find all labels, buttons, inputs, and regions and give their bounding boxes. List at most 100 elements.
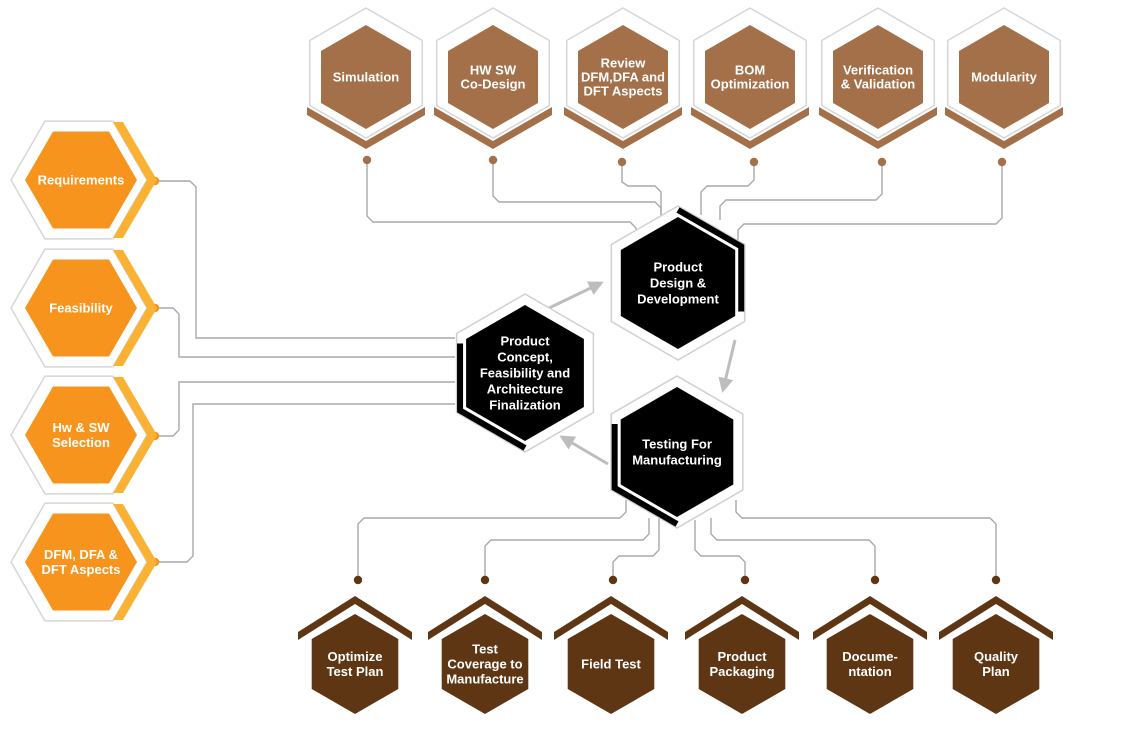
left-node-dfm-dfa-dft-accent bbox=[113, 504, 157, 620]
connector-bottom-product-packaging bbox=[694, 520, 746, 580]
left-node-feasibility: Feasibility bbox=[10, 248, 157, 368]
connector-top-review-dfm bbox=[621, 162, 662, 215]
left-node-requirements: Requirements bbox=[10, 120, 157, 240]
top-node-simulation-band bbox=[307, 107, 425, 149]
bottom-node-optimize-test-plan-hexagon bbox=[311, 614, 399, 714]
left-node-hw-sw-selection-accent bbox=[113, 377, 157, 493]
connector-bottom-quality-plan bbox=[735, 500, 997, 580]
top-node-hw-sw-codesign-band bbox=[434, 107, 552, 149]
dot-bottom-optimize-test-plan bbox=[353, 575, 363, 585]
center-node-concept-hexagon bbox=[466, 305, 584, 441]
center-node-design-line: Product bbox=[653, 260, 703, 275]
center-node-concept-line: Concept, bbox=[497, 350, 553, 365]
bottom-node-product-packaging-line: Packaging bbox=[709, 664, 774, 679]
connector-top-modularity bbox=[737, 162, 1003, 240]
left-node-feasibility-hexagon bbox=[25, 259, 137, 357]
connector-left-feasibility bbox=[155, 307, 455, 358]
connector-left-hw-sw-selection bbox=[155, 381, 455, 437]
center-node-concept-line: Finalization bbox=[489, 398, 561, 413]
bottom-node-product-packaging-hexagon bbox=[698, 614, 786, 714]
cycle-arrows bbox=[544, 281, 737, 466]
dot-bottom-quality-plan bbox=[991, 575, 1001, 585]
top-node-verification-validation: Verification& Validation bbox=[819, 7, 937, 149]
left-node-dfm-dfa-dft: DFM, DFA &DFT Aspects bbox=[10, 502, 157, 622]
bottom-node-test-coverage-line: Test bbox=[472, 642, 498, 657]
dot-bottom-documentation bbox=[870, 575, 880, 585]
bottom-node-field-test-band bbox=[554, 596, 668, 640]
top-node-review-dfm-band bbox=[564, 107, 682, 149]
top-node-bom-optimization-line: BOM bbox=[735, 63, 765, 78]
arrow-design-to-testing bbox=[718, 339, 737, 393]
left-node-hw-sw-selection-hexagon bbox=[25, 386, 137, 484]
connector-bottom-test-coverage bbox=[484, 518, 650, 580]
connector-bottom-documentation bbox=[710, 518, 876, 580]
left-node-dfm-dfa-dft-hexagon bbox=[25, 513, 137, 611]
top-node-simulation-line: Simulation bbox=[333, 70, 400, 85]
top-node-review-dfm-hexagon bbox=[578, 25, 668, 129]
dot-bottom-product-packaging bbox=[740, 575, 750, 585]
arrow-testing-to-concept bbox=[559, 435, 609, 466]
bottom-node-quality-plan-band bbox=[939, 596, 1053, 640]
top-node-verification-validation-band bbox=[819, 107, 937, 149]
left-node-requirements-accent bbox=[113, 122, 157, 238]
connector-top-verification-validation bbox=[719, 162, 883, 220]
top-node-hw-sw-codesign-line: Co-Design bbox=[461, 77, 526, 92]
bottom-node-optimize-test-plan-line: Test Plan bbox=[327, 664, 384, 679]
bottom-node-quality-plan-line: Quality bbox=[974, 649, 1019, 664]
center-node-testing-accent bbox=[611, 424, 679, 527]
connector-left-requirements bbox=[155, 180, 455, 339]
bottom-node-optimize-test-plan-band bbox=[298, 596, 412, 640]
connector-top-simulation bbox=[366, 160, 637, 238]
dot-bottom-test-coverage bbox=[480, 575, 490, 585]
connector-top-hw-sw-codesign bbox=[492, 160, 662, 215]
bottom-node-documentation-band bbox=[813, 596, 927, 640]
center-node-design-line: Development bbox=[637, 292, 719, 307]
bottom-node-product-packaging-band bbox=[685, 596, 799, 640]
dot-top-hw-sw-codesign bbox=[488, 155, 498, 165]
top-node-modularity-band bbox=[945, 107, 1063, 149]
top-node-bom-optimization-band bbox=[691, 107, 809, 149]
left-node-requirements-hexagon bbox=[25, 131, 137, 229]
bottom-node-optimize-test-plan-line: Optimize bbox=[328, 649, 383, 664]
top-node-bom-optimization-hexagon bbox=[705, 25, 795, 129]
center-node-testing-line: Testing For bbox=[642, 437, 712, 452]
bottom-node-field-test-hexagon bbox=[567, 614, 655, 714]
top-node-review-dfm-line: Review bbox=[601, 56, 647, 71]
dot-top-bom-optimization bbox=[749, 157, 759, 167]
bottom-node-test-coverage-hexagon bbox=[441, 614, 529, 714]
top-node-verification-validation-line: Verification bbox=[843, 63, 913, 78]
bottom-node-test-coverage-line: Manufacture bbox=[446, 672, 523, 687]
top-node-modularity-hexagon bbox=[959, 25, 1049, 129]
left-node-hw-sw-selection-line: Hw & SW bbox=[52, 420, 110, 435]
dot-top-modularity bbox=[997, 157, 1007, 167]
connectors bbox=[150, 155, 1007, 585]
bottom-node-documentation: Docume-ntation bbox=[813, 596, 927, 714]
center-node-design-hexagon bbox=[620, 217, 736, 349]
top-node-verification-validation-hexagon bbox=[833, 25, 923, 129]
dot-top-review-dfm bbox=[617, 157, 627, 167]
top-node-verification-validation-line: & Validation bbox=[841, 77, 915, 92]
top-node-modularity-line: Modularity bbox=[971, 70, 1037, 85]
connector-bottom-optimize-test-plan bbox=[357, 500, 627, 580]
top-node-review-dfm-line: DFT Aspects bbox=[584, 84, 663, 99]
left-node-feasibility-line: Feasibility bbox=[49, 301, 113, 316]
left-node-dfm-dfa-dft-line: DFT Aspects bbox=[42, 562, 121, 577]
bottom-node-field-test-line: Field Test bbox=[581, 657, 641, 672]
bottom-node-field-test: Field Test bbox=[554, 596, 668, 714]
bottom-node-documentation-hexagon bbox=[826, 614, 914, 714]
